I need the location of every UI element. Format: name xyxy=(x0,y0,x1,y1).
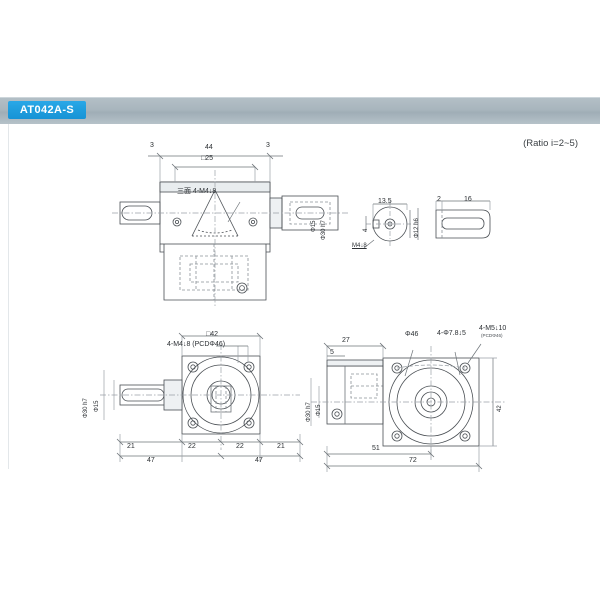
dim-27: 27 xyxy=(342,337,350,344)
dim-shaft-dia-left: Φ15 xyxy=(94,400,100,412)
dim-22-right: 22 xyxy=(236,443,244,450)
dim-edge-right: 3 xyxy=(266,142,270,149)
model-header-bar xyxy=(0,97,600,124)
dim-key-length: 16 xyxy=(464,196,472,203)
dim-key-offset: 2 xyxy=(437,196,441,203)
dim-21-left: 21 xyxy=(127,443,135,450)
dim-47-right: 47 xyxy=(255,457,263,464)
dim-height-42: 42 xyxy=(497,405,503,412)
dim-square-flange: □42 xyxy=(206,331,219,338)
dim-47-left: 47 xyxy=(147,457,155,464)
dim-detail-width: 13.5 xyxy=(378,198,392,205)
note-flange-tap: 4-M4↓8 (PCDΦ46) xyxy=(167,341,226,348)
dim-pcd-dia: Φ46 xyxy=(405,331,419,338)
dim-edge-left: 3 xyxy=(150,142,154,149)
dim-21-right: 21 xyxy=(277,443,285,450)
dim-square-body: □25 xyxy=(201,155,214,162)
dim-flange-dia-right: Φ30 h7 xyxy=(306,402,312,422)
dim-overall-width: 44 xyxy=(205,144,213,151)
dim-22-left: 22 xyxy=(188,443,196,450)
drawing-sheet xyxy=(8,124,593,469)
note-detail-tap: M4↓8 xyxy=(352,243,367,249)
dim-flange-dia-left: Φ30 h7 xyxy=(83,398,89,418)
dim-51: 51 xyxy=(372,445,380,452)
note-thru-hole: 4-Φ7.8↓5 xyxy=(437,330,466,337)
ratio-note: (Ratio i=2~5) xyxy=(523,138,578,149)
dim-key-height: 4 xyxy=(363,228,369,232)
dim-shaft-dia-right: Φ15 xyxy=(316,404,322,416)
dim-flange-dia-top: Φ30 h7 xyxy=(321,220,327,240)
model-badge: AT042A-S xyxy=(8,101,86,119)
note-input-tap-pcd: (PCDΦ46) xyxy=(481,333,503,338)
dim-bore-dia: Φ12 h6 xyxy=(414,218,420,238)
dim-5: 5 xyxy=(330,349,334,356)
note-input-tap: 4-M5↓10 xyxy=(479,325,507,332)
dim-72: 72 xyxy=(409,457,417,464)
dim-shaft-dia-top: Φ15 xyxy=(311,220,317,232)
note-three-face-tap: 三面 4-M4↓8 xyxy=(177,188,217,195)
